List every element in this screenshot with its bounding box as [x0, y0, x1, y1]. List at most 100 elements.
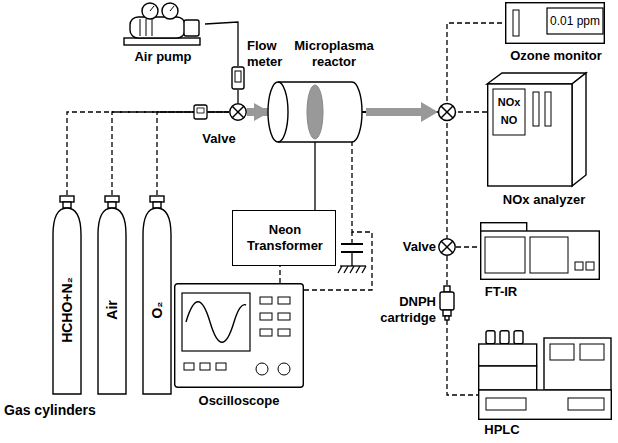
connector [447, 320, 478, 395]
drawing-part [146, 19, 147, 36]
gas-cylinder: Air [97, 195, 127, 395]
drawing-part [445, 316, 449, 320]
drawing-part [580, 344, 604, 360]
drawing-part [229, 103, 247, 121]
drawing-part [152, 19, 153, 36]
drawing-part [500, 331, 509, 344]
drawing-part [182, 293, 250, 351]
drawing-part [485, 237, 525, 273]
drawing-part [63, 202, 71, 208]
drawing-part [170, 6, 174, 11]
drawing-part [197, 108, 204, 113]
drawing-part [344, 266, 348, 273]
drawing-part [200, 363, 210, 370]
mass-flow-controller [194, 105, 207, 119]
drawing-part [150, 196, 164, 202]
drawing-part [175, 284, 304, 388]
drawing-part [278, 82, 288, 142]
ozone-monitor: 0.01 ppmOzone monitor [500, 2, 612, 66]
drawing-part [572, 73, 586, 186]
valve-symbol [439, 104, 456, 121]
gas-cylinder [97, 195, 127, 395]
node-text: O₂ [149, 301, 165, 318]
node-text: NOx [494, 94, 524, 110]
node-text: Air [104, 300, 120, 319]
valve: Valve [394, 238, 456, 258]
gas-cylinder: O₂ [142, 195, 172, 395]
drawing-part [550, 344, 574, 360]
ftir-instrument [480, 222, 600, 280]
drawing-part [350, 266, 354, 273]
drawing-part [184, 20, 199, 36]
drawing-part [479, 390, 612, 419]
node-text: Oscilloscope [172, 393, 306, 410]
gas-cylinder: HCHO+N₂ [52, 195, 82, 395]
drawing-part [488, 84, 572, 186]
drawing-part [441, 106, 453, 118]
drawing-part [440, 292, 454, 310]
node-text: HCHO+N₂ [59, 277, 75, 343]
node-text: DNPH cartridge [360, 294, 436, 328]
drawing-part [439, 104, 456, 121]
drawing-part [230, 104, 246, 120]
node-text: HPLC [472, 422, 532, 438]
drawing-part [514, 331, 523, 344]
ft-ir: FT-IR [466, 222, 606, 304]
drawing-part [444, 286, 450, 292]
drawing-part [338, 266, 342, 273]
drawing-part [194, 105, 207, 119]
nox-analyzer: NOxNONOx analyzer [482, 72, 606, 212]
drawing-part [441, 241, 453, 253]
drawing-part [351, 232, 352, 244]
drawing-part [232, 67, 244, 89]
drawing-part [513, 10, 519, 36]
drawing-part [479, 366, 537, 390]
connector [314, 142, 315, 210]
drawing-part [362, 266, 366, 273]
connector [456, 246, 480, 247]
hplc-instrument [478, 330, 612, 420]
drawing-part [260, 297, 272, 304]
analyzer-box [487, 72, 587, 187]
drawing-part [142, 3, 158, 19]
node-text: Microplasma reactor [286, 38, 382, 72]
capacitor-symbol [341, 232, 363, 266]
connector [205, 22, 238, 66]
drawing-part [366, 108, 422, 116]
drawing-part [545, 92, 551, 126]
flow-arrow [247, 108, 268, 116]
cartridge-icon [439, 286, 455, 320]
node-text: Valve [394, 239, 436, 255]
drawing-part [568, 398, 604, 410]
drawing-part [439, 239, 455, 255]
drawing-part [438, 238, 456, 256]
drawing-part [130, 17, 185, 38]
connector [157, 112, 229, 195]
drawing-part [351, 252, 352, 266]
connector [446, 256, 447, 286]
drawing-part [216, 363, 226, 370]
drawing-part [486, 331, 495, 344]
node-text: FT-IR [466, 284, 536, 301]
drawing-part [153, 202, 161, 208]
drawing-part [232, 106, 244, 118]
drawing-part [108, 202, 116, 208]
drawing-part [544, 338, 611, 390]
transformer-box: Neon Transformer [232, 210, 336, 266]
connector [362, 112, 447, 238]
flow-meter-icon [231, 66, 245, 90]
drawing-part [487, 73, 586, 84]
gas-cylinder [142, 195, 172, 395]
drawing-part [278, 297, 290, 304]
drawing-part [232, 106, 244, 118]
drawing-part [150, 6, 154, 11]
drawing-part [174, 283, 304, 388]
connector [279, 266, 280, 283]
node-text: NOx analyzer [482, 192, 606, 209]
node-text: Flow meter [247, 38, 290, 72]
drawing-part [60, 196, 74, 202]
drawing-part [480, 222, 600, 280]
valve-symbol [438, 238, 456, 256]
drawing-part [530, 237, 568, 273]
